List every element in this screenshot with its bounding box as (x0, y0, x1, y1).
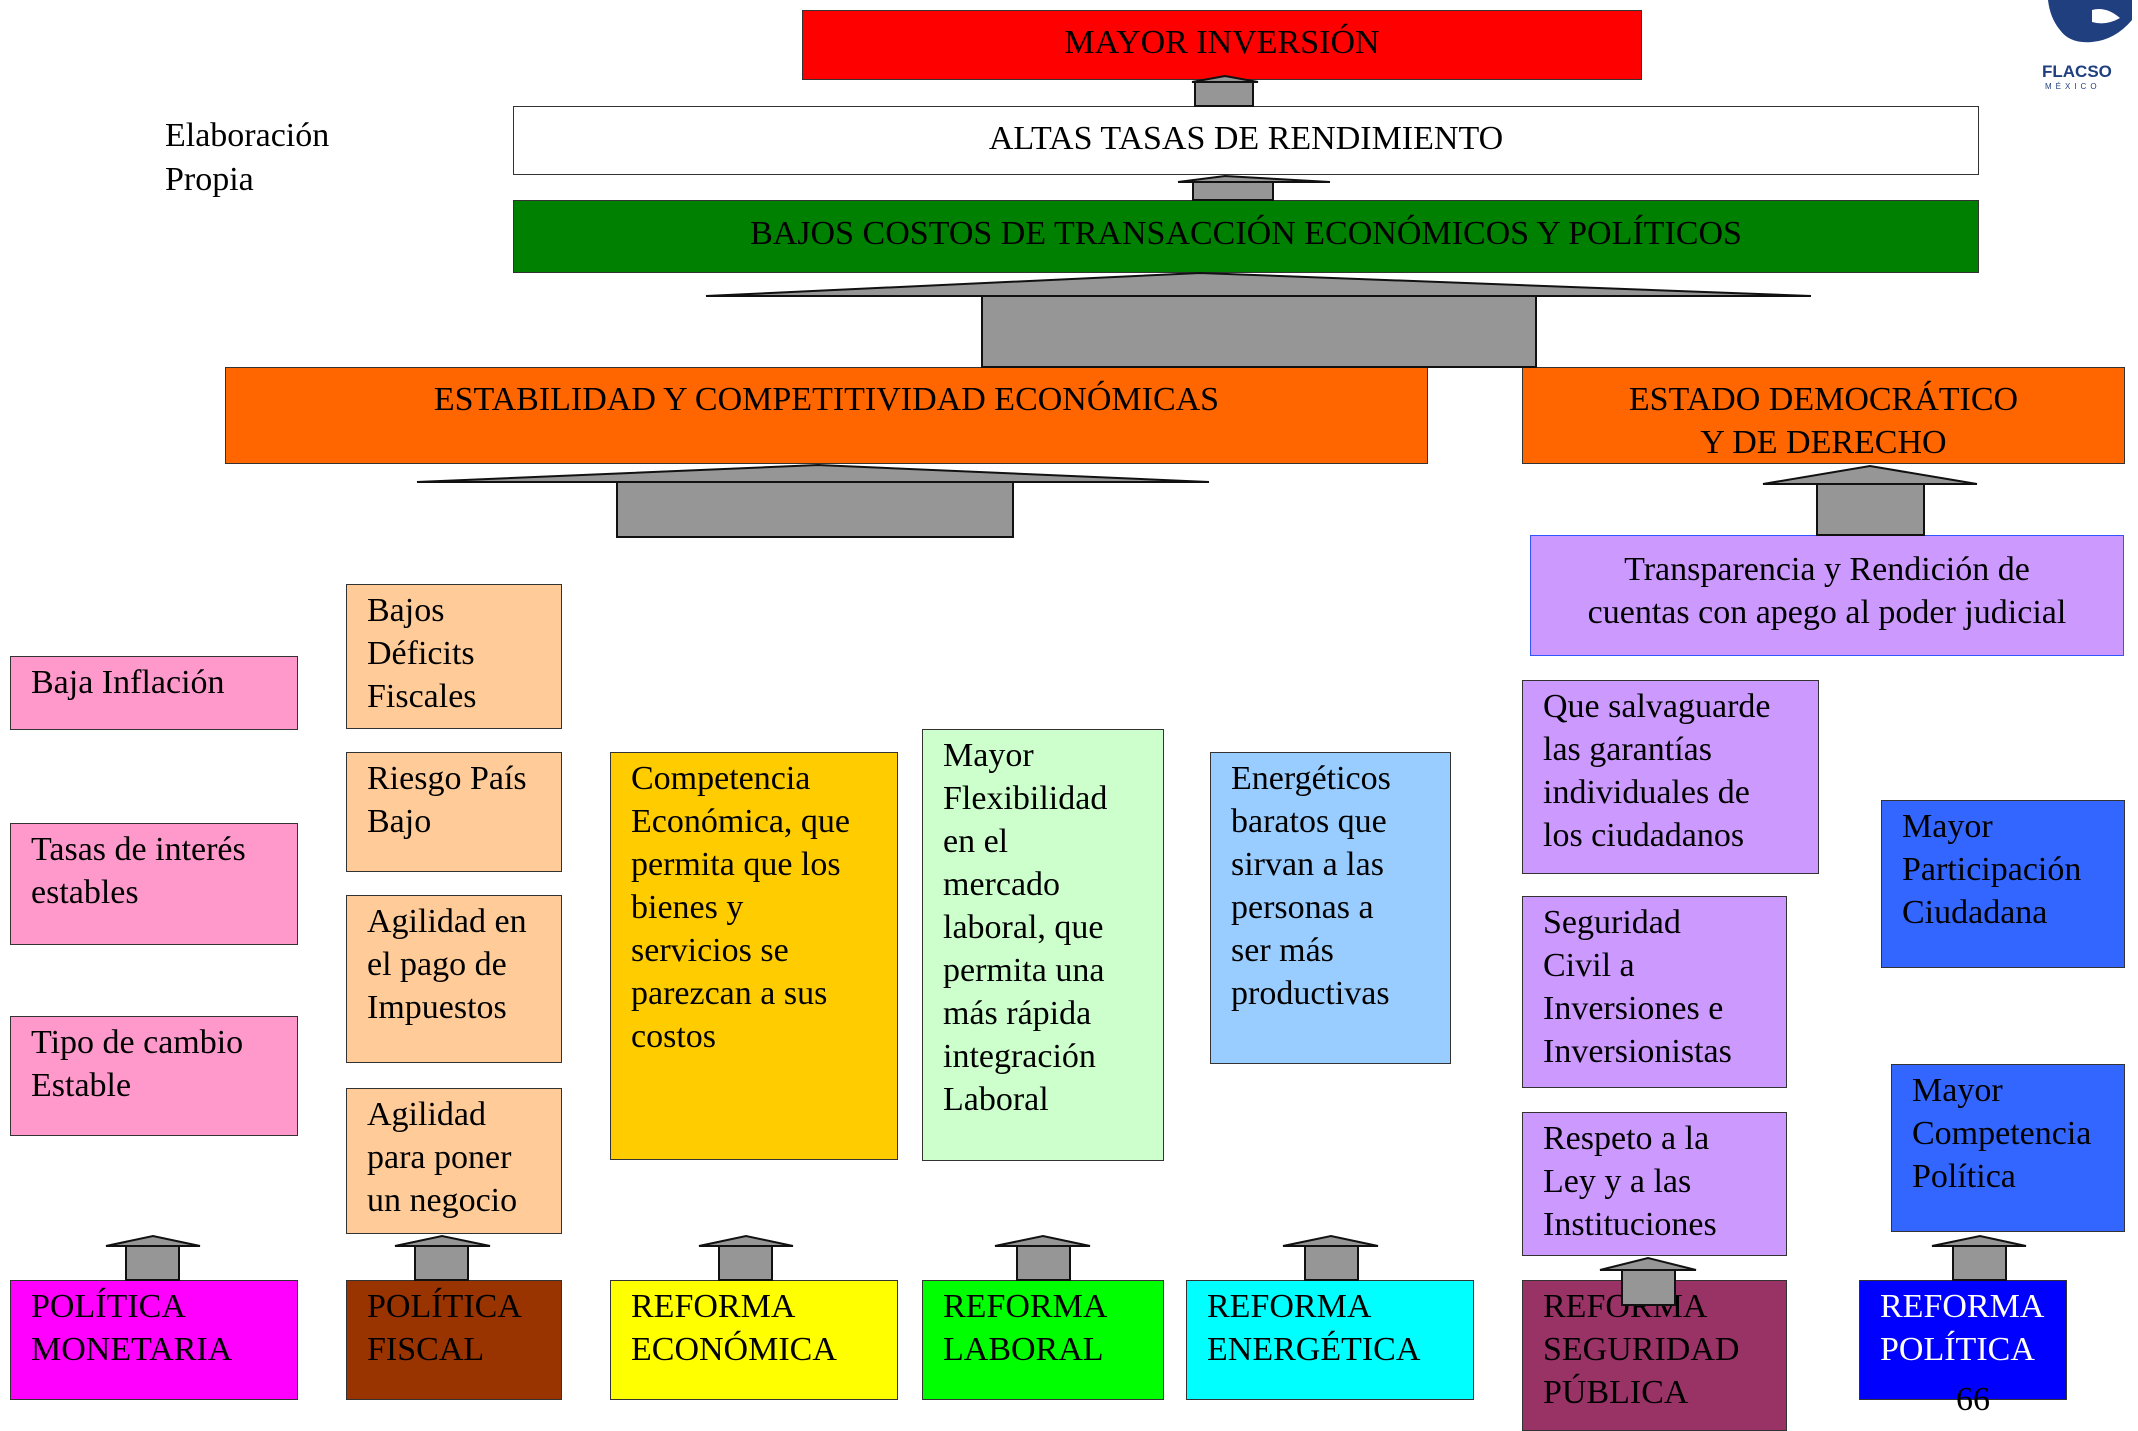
reforma-energetica-box: REFORMA ENERGÉTICA (1186, 1280, 1474, 1400)
riesgo-pais-box: Riesgo País Bajo (346, 752, 562, 872)
reforma-laboral-box: REFORMA LABORAL (922, 1280, 1164, 1400)
agilidad-negocio-box: Agilidad para poner un negocio (346, 1088, 562, 1234)
politica-monetaria-box: POLÍTICA MONETARIA (10, 1280, 298, 1400)
bajos-deficits-box: Bajos Déficits Fiscales (346, 584, 562, 729)
tipo-cambio-box: Tipo de cambio Estable (10, 1016, 298, 1136)
reforma-politica-box: REFORMA POLÍTICA (1859, 1280, 2067, 1400)
arrow-monetaria (105, 1234, 201, 1281)
arrow-laboral (994, 1234, 1091, 1281)
page-number: 66 (1956, 1381, 1990, 1418)
arrow-seguridad (1599, 1256, 1697, 1306)
estabilidad-box: ESTABILIDAD Y COMPETITIVIDAD ECONÓMICAS (225, 367, 1428, 464)
reforma-economica-box: REFORMA ECONÓMICA (610, 1280, 898, 1400)
arrow-to-mayor-inversion (1191, 74, 1259, 107)
arrow-politica (1931, 1234, 2027, 1281)
participacion-ciudadana-box: Mayor Participación Ciudadana (1881, 800, 2125, 968)
competencia-economica-box: Competencia Económica, que permita que l… (610, 752, 898, 1160)
tasas-interes-box: Tasas de interés estables (10, 823, 298, 945)
mayor-inversion-box: MAYOR INVERSIÓN (802, 10, 1642, 80)
logo-text: FLACSO (2042, 62, 2112, 81)
estado-democratico-box: ESTADO DEMOCRÁTICO Y DE DERECHO (1522, 367, 2125, 464)
baja-inflacion-box: Baja Inflación (10, 656, 298, 730)
arrow-to-estado (1762, 464, 1978, 536)
flacso-logo: FLACSO MÉXICO (2040, 0, 2138, 95)
arrow-energetica (1282, 1234, 1379, 1281)
arrow-to-estabilidad (416, 463, 1210, 538)
arrow-to-bajos-costos (705, 271, 1812, 368)
source-note: Elaboración Propia (165, 117, 330, 198)
altas-tasas-box: ALTAS TASAS DE RENDIMIENTO (513, 106, 1979, 175)
flexibilidad-laboral-box: Mayor Flexibilidad en el mercado laboral… (922, 729, 1164, 1161)
transparencia-box: Transparencia y Rendición de cuentas con… (1530, 535, 2124, 656)
agilidad-impuestos-box: Agilidad en el pago de Impuestos (346, 895, 562, 1063)
seguridad-civil-box: Seguridad Civil a Inversiones e Inversio… (1522, 896, 1787, 1088)
arrow-to-altas-tasas (1177, 174, 1331, 201)
arrow-fiscal (394, 1234, 491, 1281)
competencia-politica-box: Mayor Competencia Política (1891, 1064, 2125, 1232)
arrow-economica (698, 1234, 794, 1281)
logo-subtext: MÉXICO (2045, 82, 2101, 91)
respeto-ley-box: Respeto a la Ley y a las Instituciones (1522, 1112, 1787, 1256)
energeticos-box: Energéticos baratos que sirvan a las per… (1210, 752, 1451, 1064)
garantias-individuales-box: Que salvaguarde las garantías individual… (1522, 680, 1819, 874)
